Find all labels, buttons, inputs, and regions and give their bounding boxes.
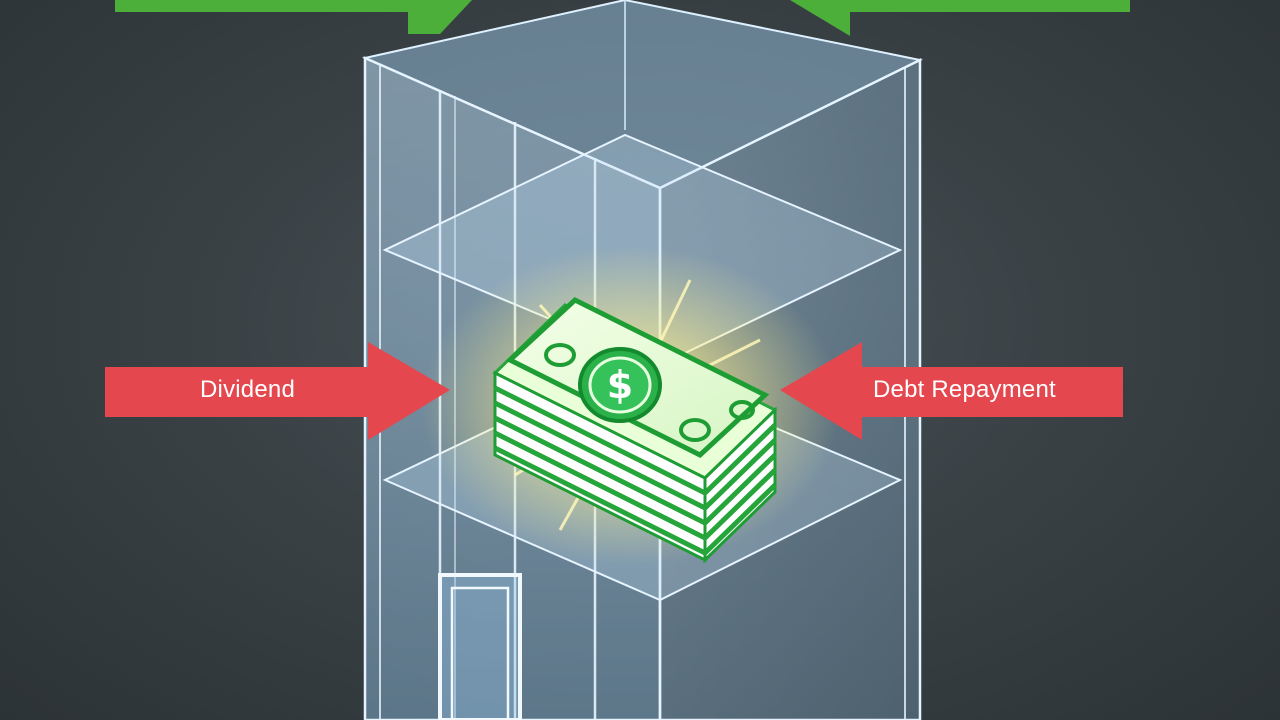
dollar-sign-icon: $ bbox=[578, 347, 662, 423]
money-stack-icon: $ bbox=[492, 296, 778, 564]
top-right-green-arrow bbox=[790, 0, 1130, 36]
dividend-arrow bbox=[105, 342, 450, 440]
debt-repayment-arrow bbox=[780, 342, 1123, 440]
dividend-label: Dividend bbox=[200, 376, 295, 403]
top-left-green-arrow bbox=[115, 0, 472, 34]
svg-text:$: $ bbox=[607, 363, 633, 407]
debt-repayment-label: Debt Repayment bbox=[873, 376, 1056, 403]
